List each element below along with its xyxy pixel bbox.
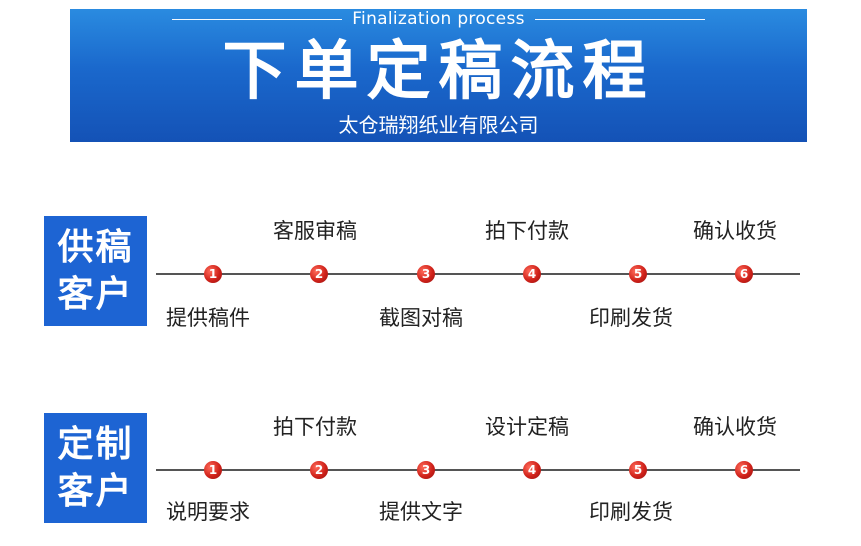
step-node-6: 6	[735, 461, 753, 479]
step-label-bottom: 提供文字	[379, 500, 463, 524]
step-label-bottom: 提供稿件	[166, 306, 250, 330]
step-node-1: 1	[204, 265, 222, 283]
step-node-5: 5	[629, 461, 647, 479]
step-label-bottom: 印刷发货	[589, 306, 673, 330]
step-label-bottom: 说明要求	[166, 500, 250, 524]
step-label-top: 客服审稿	[273, 219, 357, 243]
process-section-supply: 供稿 客户 1 2 3 4 5 6 客服审稿 拍下付款 确认收货 提供稿件 截图…	[0, 216, 861, 336]
step-label-bottom: 截图对稿	[379, 306, 463, 330]
divider-right	[534, 18, 705, 20]
step-label-top: 拍下付款	[485, 219, 569, 243]
section-label-line2: 客户	[57, 471, 134, 512]
step-node-4: 4	[523, 461, 541, 479]
section-label-line2: 客户	[57, 274, 134, 315]
timeline-line	[156, 273, 800, 275]
section-label-line1: 定制	[57, 424, 134, 465]
step-node-6: 6	[735, 265, 753, 283]
step-label-top: 确认收货	[693, 219, 777, 243]
step-node-1: 1	[204, 461, 222, 479]
step-label-top: 拍下付款	[273, 415, 357, 439]
step-label-top: 设计定稿	[485, 415, 569, 439]
step-node-3: 3	[417, 461, 435, 479]
step-node-2: 2	[310, 461, 328, 479]
section-label: 定制 客户	[44, 413, 147, 523]
step-node-3: 3	[417, 265, 435, 283]
banner-subtitle: Finalization process	[352, 9, 525, 29]
timeline-line	[156, 469, 800, 471]
divider-left	[172, 18, 343, 20]
company-name: 太仓瑞翔纸业有限公司	[338, 113, 539, 137]
section-label: 供稿 客户	[44, 216, 147, 326]
process-section-custom: 定制 客户 1 2 3 4 5 6 拍下付款 设计定稿 确认收货 说明要求 提供…	[0, 413, 861, 533]
banner-title: 下单定稿流程	[222, 35, 655, 109]
banner-subtitle-row: Finalization process	[70, 9, 807, 29]
section-label-line1: 供稿	[57, 227, 134, 268]
step-node-5: 5	[629, 265, 647, 283]
step-node-4: 4	[523, 265, 541, 283]
step-label-top: 确认收货	[693, 415, 777, 439]
header-banner: Finalization process 下单定稿流程 太仓瑞翔纸业有限公司	[70, 9, 807, 142]
step-node-2: 2	[310, 265, 328, 283]
step-label-bottom: 印刷发货	[589, 500, 673, 524]
